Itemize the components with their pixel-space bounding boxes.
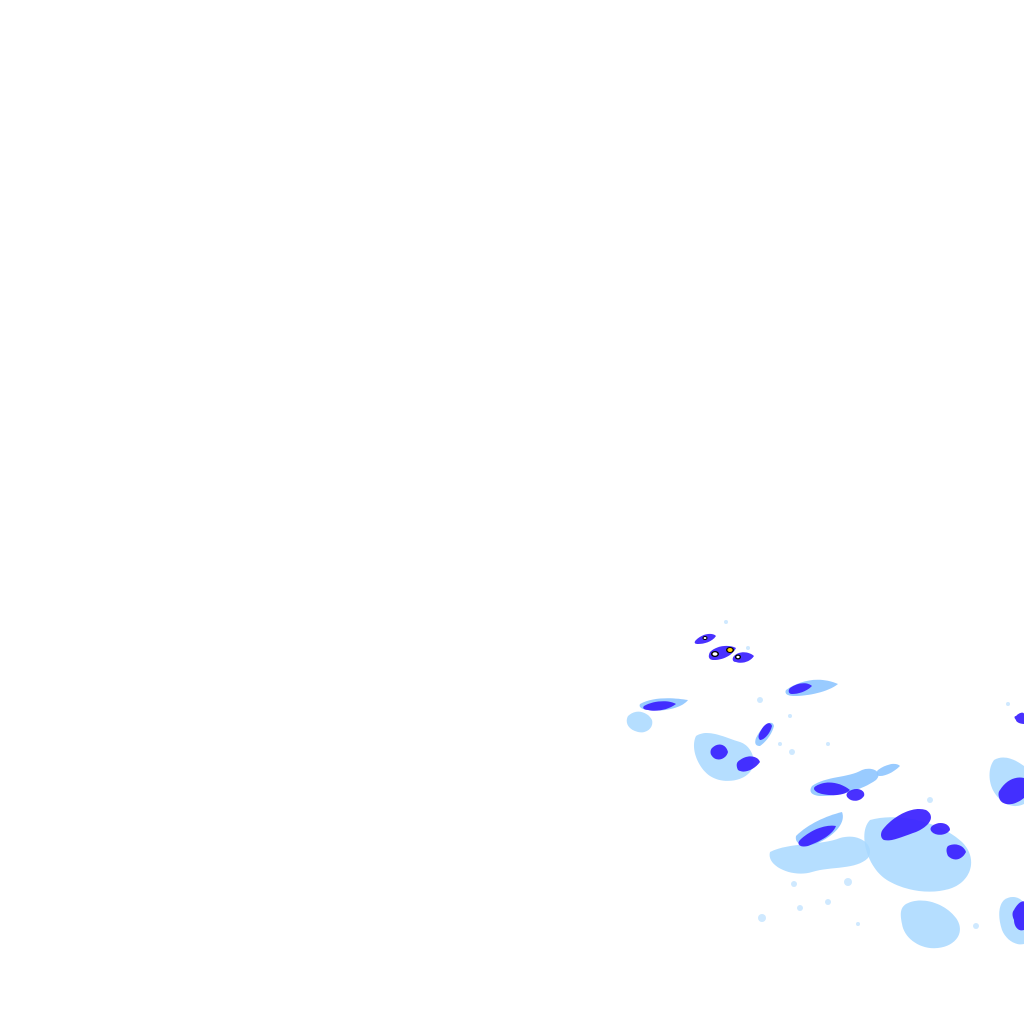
echo-strand-se (876, 763, 900, 776)
speckle (791, 881, 797, 887)
echo-band-south (769, 836, 871, 874)
speckle (789, 749, 795, 755)
speckle (778, 742, 782, 746)
extreme-cell-1-core (712, 652, 718, 656)
heavy-core-6 (736, 756, 760, 772)
heavy-core-10 (846, 789, 865, 801)
speckle (724, 620, 728, 624)
heavy-core-4 (643, 701, 676, 711)
heavy-core-12 (881, 808, 931, 841)
extreme-cell-3-core (736, 655, 740, 659)
heavy-core-13 (930, 823, 950, 835)
speckle (1006, 702, 1010, 706)
heavy-core-9 (814, 782, 850, 796)
extreme-cell-1 (711, 651, 719, 657)
speckle (746, 646, 750, 650)
speckle (856, 922, 860, 926)
extreme-cell-2-core (727, 648, 733, 652)
heavy-precipitation-layer (643, 633, 1024, 931)
speckle (844, 878, 852, 886)
speckle (797, 905, 803, 911)
heavy-core-16 (1012, 901, 1024, 931)
heavy-core-7 (758, 723, 772, 740)
speckle (788, 714, 792, 718)
speckle (826, 742, 830, 746)
echo-cluster-south-center (900, 900, 960, 949)
extreme-cells-layer (702, 636, 741, 660)
speckle (825, 899, 831, 905)
speckle (973, 923, 979, 929)
extreme-cell-4 (702, 636, 708, 640)
echo-cluster-west (626, 711, 653, 733)
heavy-core-15 (998, 777, 1024, 805)
extreme-cell-2 (726, 647, 734, 653)
extreme-cell-3 (735, 654, 741, 660)
heavy-core-8 (788, 683, 812, 694)
speckle (927, 797, 933, 803)
extreme-cell-4-core (703, 637, 707, 639)
heavy-core-5 (710, 744, 728, 760)
heavy-core-14 (946, 844, 966, 860)
scattered-speckles-layer (724, 620, 1010, 929)
heavy-core-17 (1014, 712, 1024, 724)
heavy-core-11 (798, 825, 836, 847)
speckle (757, 697, 763, 703)
speckle (758, 914, 766, 922)
